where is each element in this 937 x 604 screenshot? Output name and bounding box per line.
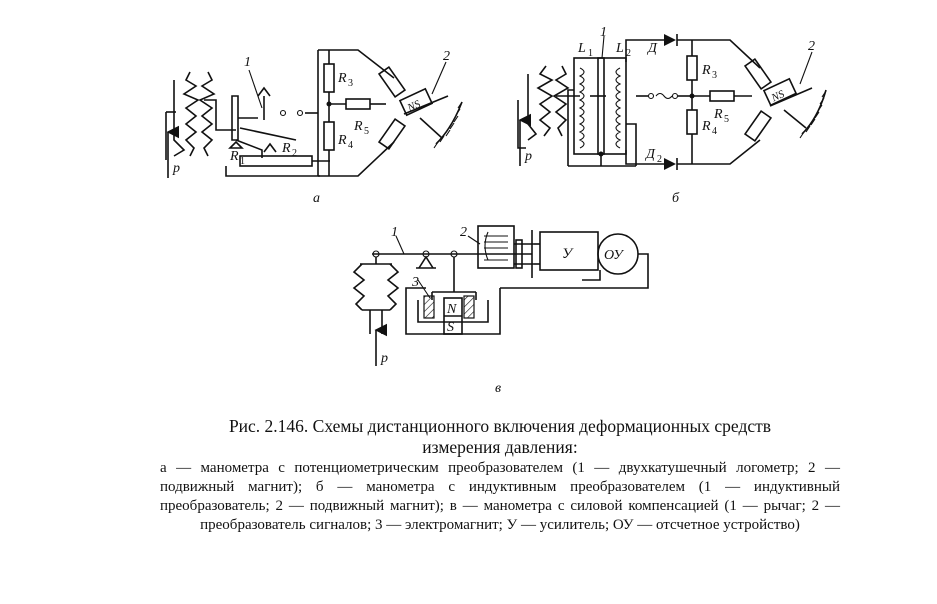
label-v-s: S [447, 320, 454, 335]
label-a-r1-text: R [229, 149, 239, 164]
caption-title-line1: Рис. 2.146. Схемы дистанционного включен… [228, 416, 772, 436]
label-b-d1: Д [646, 41, 658, 56]
label-b-d1-text: Д [646, 41, 658, 56]
label-b-2: 2 [808, 39, 815, 54]
label-b-d2-sub: 2 [657, 154, 662, 165]
pressure-tube-a [165, 71, 216, 178]
label-a-2: 2 [443, 49, 450, 64]
label-a-r4-sub: 4 [348, 140, 353, 151]
pressure-tube-b [517, 65, 570, 166]
label-b-r5-text: R [713, 107, 723, 122]
label-v-pressure: p [380, 351, 388, 366]
label-a-r2-text: R [281, 141, 291, 156]
label-a-r2-sub: 2 [292, 148, 297, 159]
label-a-r5-text: R [353, 119, 363, 134]
caption-body: а — манометра с потенциометрическим прео… [160, 460, 840, 533]
label-v-readout: ОУ [604, 248, 624, 263]
label-v-3: 3 [411, 275, 419, 290]
label-b-l2-text: L [615, 41, 624, 56]
figure-caption: Рис. 2.146. Схемы дистанционного включен… [160, 416, 840, 535]
label-b-magnet: NS [769, 88, 787, 105]
label-b-1: 1 [600, 25, 607, 40]
label-b-r3-text: R [701, 63, 711, 78]
label-b-r4-text: R [701, 119, 711, 134]
label-b-d2-text: Д [644, 147, 656, 162]
label-b-r3-sub: 3 [712, 70, 717, 81]
label-v-1: 1 [391, 225, 398, 240]
panel-v: 1 2 3 У ОУ N S p в [352, 225, 649, 396]
label-a-pressure: p [172, 161, 180, 176]
label-a-r1-sub: 1 [240, 156, 245, 167]
caption-title-line2: измерения давления: [422, 437, 578, 457]
label-a-1: 1 [244, 55, 251, 70]
label-b-l1-text: L [577, 41, 586, 56]
panel-letter-a: а [313, 191, 320, 206]
label-a-r4-text: R [337, 133, 347, 148]
label-a-magnet: NS [405, 98, 423, 115]
label-b-l1-sub: 1 [588, 48, 593, 59]
panel-letter-v: в [495, 381, 501, 396]
label-a-r3-text: R [337, 71, 347, 86]
label-v-2: 2 [460, 225, 467, 240]
label-a-r5-sub: 5 [364, 126, 369, 137]
label-v-amp: У [562, 246, 574, 262]
label-b-pressure: p [524, 149, 532, 164]
label-a-r3-sub: 3 [348, 78, 353, 89]
label-b-r4-sub: 4 [712, 126, 717, 137]
label-b-l2-sub: 2 [626, 48, 631, 59]
label-b-r5-sub: 5 [724, 114, 729, 125]
label-v-n: N [446, 302, 457, 317]
panel-letter-b: б [672, 191, 680, 206]
